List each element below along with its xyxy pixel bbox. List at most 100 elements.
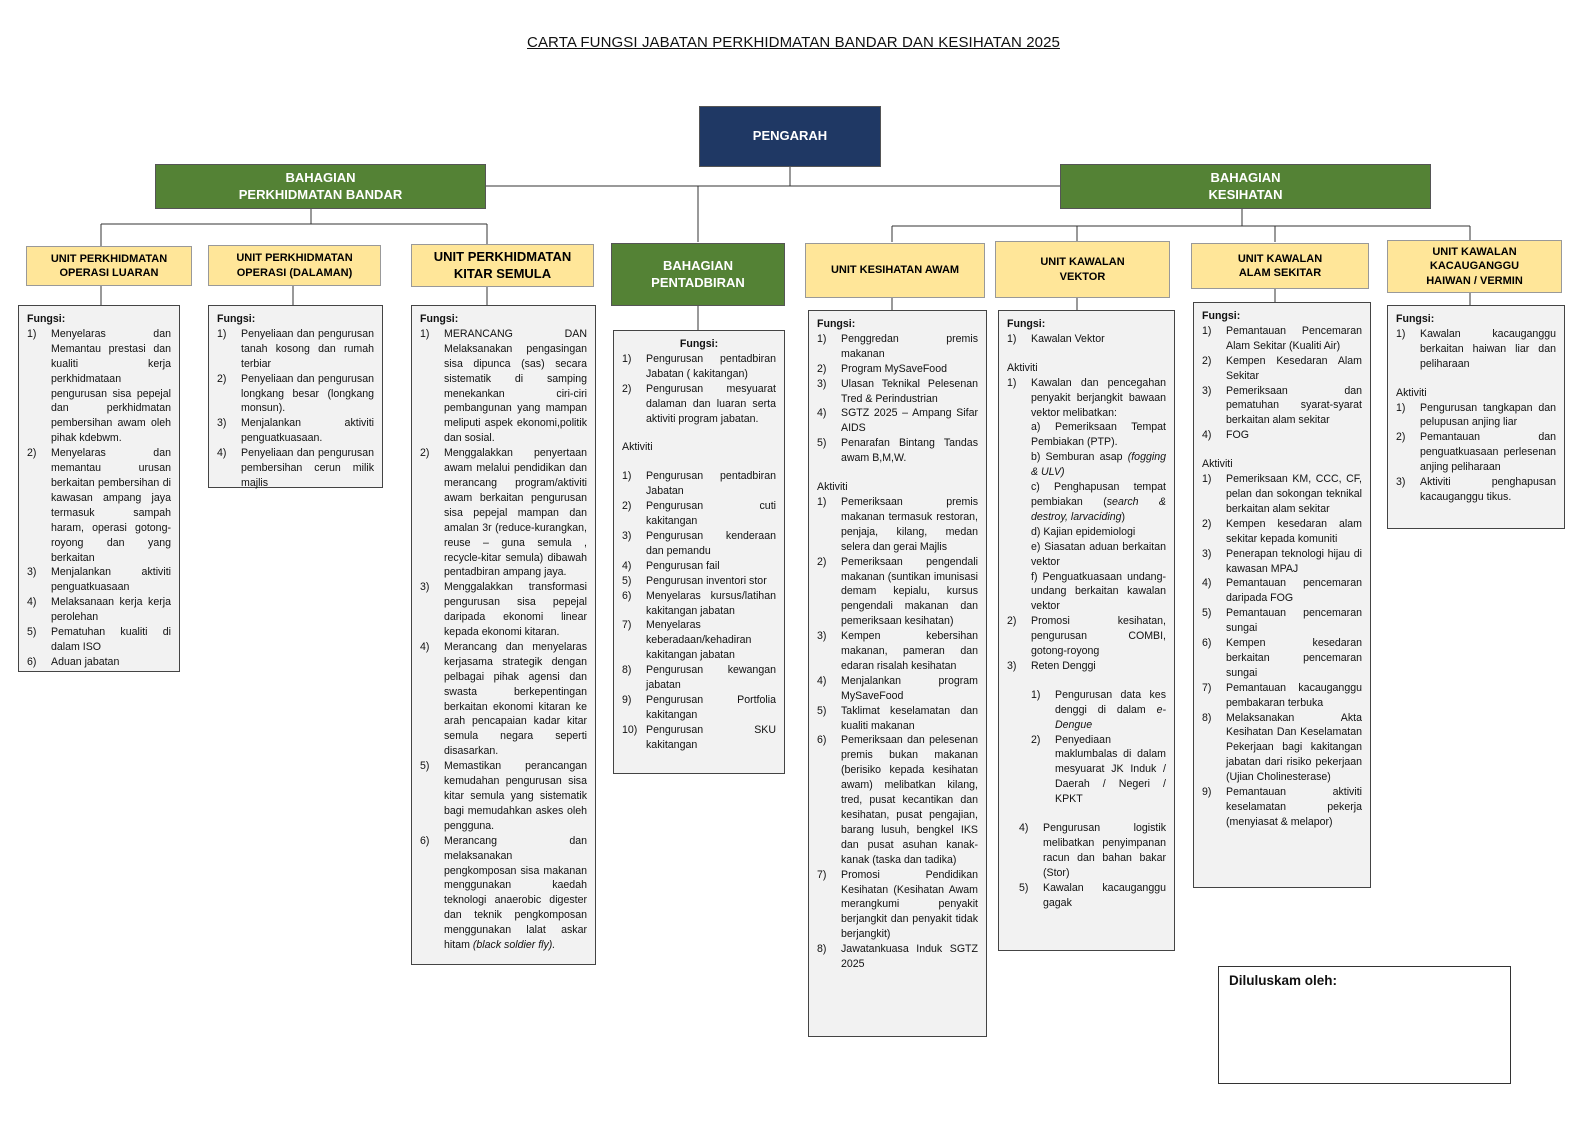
list-item: 6)Aduan jabatan xyxy=(27,655,120,668)
page-title: CARTA FUNGSI JABATAN PERKHIDMATAN BANDAR… xyxy=(527,34,1060,51)
list-item: 7)Menyelaras keberadaan/kehadiran kakita… xyxy=(622,619,752,662)
list-item: 7)Pemantauan kacauganggu pembakaran terb… xyxy=(1202,681,1362,709)
list-item: 4)Penyeliaan dan pengurusan pembersihan … xyxy=(217,447,374,489)
list-item: 3)Pemeriksaan dan pematuhan syarat-syara… xyxy=(1202,384,1362,427)
list-item: 2)Kempen kesedaran alam sekitar kepada k… xyxy=(1202,517,1362,545)
fungsi-heading: Fungsi: xyxy=(679,338,719,350)
list-item: 6)Merancang dan melaksanakan pengkomposa… xyxy=(420,834,587,952)
list-item: 1)Penyeliaan dan pengurusan tanah kosong… xyxy=(217,327,374,370)
unit-kitar-semula-header: UNIT PERKHIDMATAN KITAR SEMULA xyxy=(411,244,594,287)
list-item: 3)Pengurusan kenderaan dan pemandu xyxy=(622,529,776,557)
list-item: 2)Pengurusan cuti kakitangan xyxy=(622,500,776,528)
list-item: 7)Promosi Pendidikan Kesihatan (Kesihata… xyxy=(817,868,978,941)
unit-kawalan-vektor-header: UNIT KAWALAN VEKTOR xyxy=(995,241,1170,298)
list-item: 4)Pengurusan fail xyxy=(622,559,720,572)
list-item: 3)Penerapan teknologi hijau di kawasan M… xyxy=(1202,547,1362,575)
unit-operasi-luaran-header: UNIT PERKHIDMATAN OPERASI LUARAN xyxy=(26,246,192,286)
list-item: 2)Kempen Kesedaran Alam Sekitar xyxy=(1202,354,1362,382)
list-item: 2)Program MySaveFood xyxy=(817,362,947,375)
list-item: 9)Pengurusan Portfolia kakitangan xyxy=(622,693,776,721)
bahagian-perkhidmatan-bandar-box: BAHAGIAN PERKHIDMATAN BANDAR xyxy=(155,164,486,209)
bahagian-pentadbiran-fungsi: Fungsi: 1)Pengurusan pentadbiran Jabatan… xyxy=(613,330,785,774)
list-item: 1)Pengurusan pentadbiran Jabatan xyxy=(622,470,776,498)
aktiviti-heading: Aktiviti xyxy=(1007,361,1038,374)
list-item: 1)Pengurusan pentadbiran Jabatan ( kakit… xyxy=(622,352,776,380)
list-item: 8)Melaksanakan Akta Kesihatan Dan Kesela… xyxy=(1202,711,1362,784)
list-item: 2)Promosi kesihatan, pengurusan COMBI, g… xyxy=(1007,615,1166,658)
list-item: 1)Pemeriksaan KM, CCC, CF, pelan dan sok… xyxy=(1202,473,1362,515)
bahagian-pentadbiran-box: BAHAGIAN PENTADBIRAN xyxy=(611,243,785,306)
list-item: 3)Menjalankan aktiviti penguatkuasaan xyxy=(27,566,171,594)
list-item: 1)Menyelaras dan Memantau prestasi dan k… xyxy=(27,327,171,445)
aktiviti-heading: Aktiviti xyxy=(1202,458,1233,471)
list-item: 3)Menggalakkan transformasi pengurusan s… xyxy=(420,581,587,639)
list-item: 2)Pengurusan mesyuarat dalaman dan luara… xyxy=(622,382,776,425)
list-item: 1)Penggredan premis makanan xyxy=(817,332,978,360)
list-item: 1)Kawalan kacauganggu berkaitan haiwan l… xyxy=(1396,327,1556,370)
list-item: 3)Ulasan Teknikal Pelesenan Tred & Perin… xyxy=(817,377,978,405)
unit-kawalan-alam-sekitar-fungsi: Fungsi: 1)Pemantauan Pencemaran Alam Sek… xyxy=(1193,302,1371,888)
aktiviti-heading: Aktiviti xyxy=(1396,386,1427,399)
unit-operasi-dalaman-header: UNIT PERKHIDMATAN OPERASI (DALAMAN) xyxy=(208,245,381,286)
list-item: 1)MERANCANG DAN Melaksanakan pengasingan… xyxy=(420,327,587,445)
list-item: 5)Memastikan perancangan kemudahan pengu… xyxy=(420,760,587,832)
list-item: 5)Pemantauan pencemaran sungai xyxy=(1202,607,1362,635)
unit-kesihatan-awam-fungsi: Fungsi: 1)Penggredan premis makanan 2)Pr… xyxy=(808,310,987,1037)
bahagian-kesihatan-box: BAHAGIAN KESIHATAN xyxy=(1060,164,1431,209)
list-item: 6)Kempen kesedaran berkaitan pencemaran … xyxy=(1202,637,1362,679)
list-item: 3)Menjalankan aktiviti penguatkuasaan. xyxy=(217,417,374,445)
list-item: 5)Penarafan Bintang Tandas awam B,M,W. xyxy=(817,437,978,465)
list-item: 4)Menjalankan program MySaveFood xyxy=(817,674,978,702)
list-item: 5)Pematuhan kualiti di dalam ISO xyxy=(27,626,171,653)
list-item: 2)Menyelaras dan memantau urusan berkait… xyxy=(27,447,171,564)
list-item: 2)Penyeliaan dan pengurusan longkang bes… xyxy=(217,372,374,415)
unit-kawalan-kacauganggu-header: UNIT KAWALAN KACAUGANGGU HAIWAN / VERMIN xyxy=(1387,240,1562,293)
approval-box: Diluluskam oleh: xyxy=(1218,966,1511,1084)
fungsi-heading: Fungsi: xyxy=(1007,318,1046,330)
list-item: 9)Pemantauan aktiviti keselamatan pekerj… xyxy=(1202,786,1362,828)
list-item: 4)Pemantauan pencemaran daripada FOG xyxy=(1202,577,1362,605)
fungsi-heading: Fungsi: xyxy=(817,318,856,330)
aktiviti-heading: Aktiviti xyxy=(817,481,848,494)
unit-kitar-semula-fungsi: Fungsi: 1)MERANCANG DAN Melaksanakan pen… xyxy=(411,305,596,965)
list-item: 1)Pemantauan Pencemaran Alam Sekitar (Ku… xyxy=(1202,324,1362,352)
list-item: 5)Pengurusan inventori stor xyxy=(622,574,767,587)
list-item: 1)Pemeriksaan premis makanan termasuk re… xyxy=(817,495,978,553)
list-item: 6)Pemeriksaan dan pelesenan premis bukan… xyxy=(817,734,978,866)
fungsi-heading: Fungsi: xyxy=(1396,313,1435,325)
list-item: 5)Taklimat keselamatan dan kualiti makan… xyxy=(817,704,978,732)
list-item: 2)Pemantauan dan penguatkuasaan perlesen… xyxy=(1396,431,1556,474)
unit-kesihatan-awam-header: UNIT KESIHATAN AWAM xyxy=(805,243,985,298)
list-item: 8)Pengurusan kewangan jabatan xyxy=(622,664,776,692)
unit-kawalan-alam-sekitar-header: UNIT KAWALAN ALAM SEKITAR xyxy=(1191,243,1369,289)
list-item: 4)FOG xyxy=(1202,429,1249,442)
list-item: 2)Penyediaan maklumbalas di dalam mesyua… xyxy=(1031,733,1166,806)
unit-operasi-dalaman-fungsi: Fungsi: 1)Penyeliaan dan pengurusan tana… xyxy=(208,305,383,489)
fungsi-heading: Fungsi: xyxy=(27,313,66,325)
list-item: 1)Pengurusan tangkapan dan pelupusan anj… xyxy=(1396,401,1556,429)
list-item: 4)Merancang dan menyelaras kerjasama str… xyxy=(420,640,587,758)
list-item: 3)Reten Denggi xyxy=(1007,659,1096,672)
list-item: 6)Menyelaras kursus/latihan kakitangan j… xyxy=(622,589,776,617)
list-item: 2)Pemeriksaan pengendali makanan (suntik… xyxy=(817,555,978,628)
pengarah-box: PENGARAH xyxy=(699,106,881,167)
list-item: 4)SGTZ 2025 – Ampang Sifar AIDS xyxy=(817,407,978,435)
list-item: 5)Kawalan kacauganggu gagak xyxy=(1019,881,1166,909)
fungsi-heading: Fungsi: xyxy=(420,313,459,325)
list-item: 3)Kempen kebersihan makanan, pameran dan… xyxy=(817,630,978,672)
list-item: 8)Jawatankuasa Induk SGTZ 2025 xyxy=(817,943,978,971)
list-item: 3)Aktiviti penghapusan kacauganggu tikus… xyxy=(1396,476,1556,503)
fungsi-heading: Fungsi: xyxy=(1202,310,1241,322)
list-item: 1)Kawalan dan pencegahan penyakit berjan… xyxy=(1007,376,1167,613)
list-item: 4)Pengurusan logistik melibatkan penyimp… xyxy=(1019,822,1166,879)
unit-operasi-luaran-fungsi: Fungsi: 1)Menyelaras dan Memantau presta… xyxy=(18,305,180,672)
list-item: 1)Pengurusan data kes denggi di dalam e-… xyxy=(1031,688,1166,731)
unit-kawalan-vektor-fungsi: Fungsi: 1)Kawalan Vektor Aktiviti 1)Kawa… xyxy=(998,310,1175,951)
unit-kawalan-kacauganggu-fungsi: Fungsi: 1)Kawalan kacauganggu berkaitan … xyxy=(1387,305,1565,529)
list-item: 2)Menggalakkan penyertaan awam melalui p… xyxy=(420,447,587,579)
list-item: 1)Kawalan Vektor xyxy=(1007,332,1105,345)
fungsi-heading: Fungsi: xyxy=(217,313,256,325)
list-item: 4)Melaksanaan kerja kerja perolehan xyxy=(27,596,171,624)
list-item: 10)Pengurusan SKU kakitangan xyxy=(622,723,776,751)
